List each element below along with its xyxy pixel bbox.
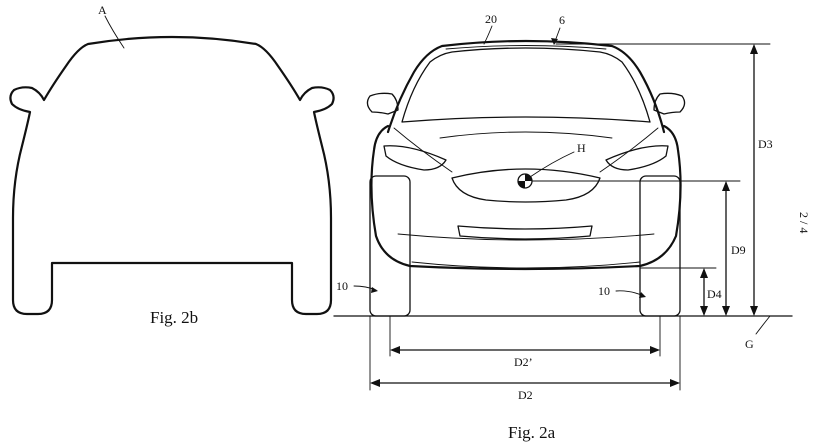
lower-body-crease xyxy=(397,233,655,241)
label-h: H xyxy=(577,141,586,155)
label-6: 6 xyxy=(559,13,565,27)
label-d2: D2 xyxy=(518,388,533,402)
car-body-outline xyxy=(370,124,682,271)
front-splitter xyxy=(411,261,641,269)
silhouette-outline xyxy=(9,35,335,316)
bonnet-crease xyxy=(439,131,613,139)
right-headlight xyxy=(605,145,669,171)
windshield xyxy=(401,47,651,123)
label-10-left: 10 xyxy=(336,279,348,293)
dimension-d4: D4 xyxy=(700,268,722,316)
label-a: A xyxy=(98,3,107,17)
fig-2a-front-view: H 20 6 10 10 G D3 xyxy=(333,12,793,442)
right-mirror xyxy=(653,92,686,115)
left-mirror xyxy=(366,92,399,115)
label-d3: D3 xyxy=(758,137,773,151)
dimension-d9: D9 xyxy=(722,181,746,316)
label-h-leader xyxy=(529,151,575,178)
left-wheel xyxy=(369,175,411,317)
label-g: G xyxy=(745,337,754,351)
label-a-leader xyxy=(104,15,125,49)
car-roof-outline xyxy=(386,39,666,134)
left-headlight xyxy=(383,145,447,171)
label-d2-prime: D2’ xyxy=(514,355,533,369)
roof-edge xyxy=(445,45,607,50)
fig-2a-caption: Fig. 2a xyxy=(508,423,556,442)
fig-2b-silhouette: A Fig. 2b xyxy=(9,3,335,327)
dimension-d2-prime: D2’ xyxy=(390,346,660,369)
fig-2b-caption: Fig. 2b xyxy=(150,308,198,327)
label-20: 20 xyxy=(485,12,497,26)
page-number: 2 / 4 xyxy=(797,212,811,233)
label-20-leader xyxy=(483,25,493,45)
reference-point-h xyxy=(517,173,533,189)
dimension-d3: D3 xyxy=(750,44,773,316)
lower-air-intake xyxy=(457,225,593,240)
label-d9: D9 xyxy=(731,243,746,257)
label-10-right: 10 xyxy=(598,284,610,298)
dimension-d2: D2 xyxy=(370,379,680,402)
right-wheel xyxy=(639,175,681,317)
hood-line xyxy=(393,127,659,173)
label-g-leader xyxy=(755,315,771,335)
label-d4: D4 xyxy=(707,287,722,301)
front-grille xyxy=(451,168,601,203)
